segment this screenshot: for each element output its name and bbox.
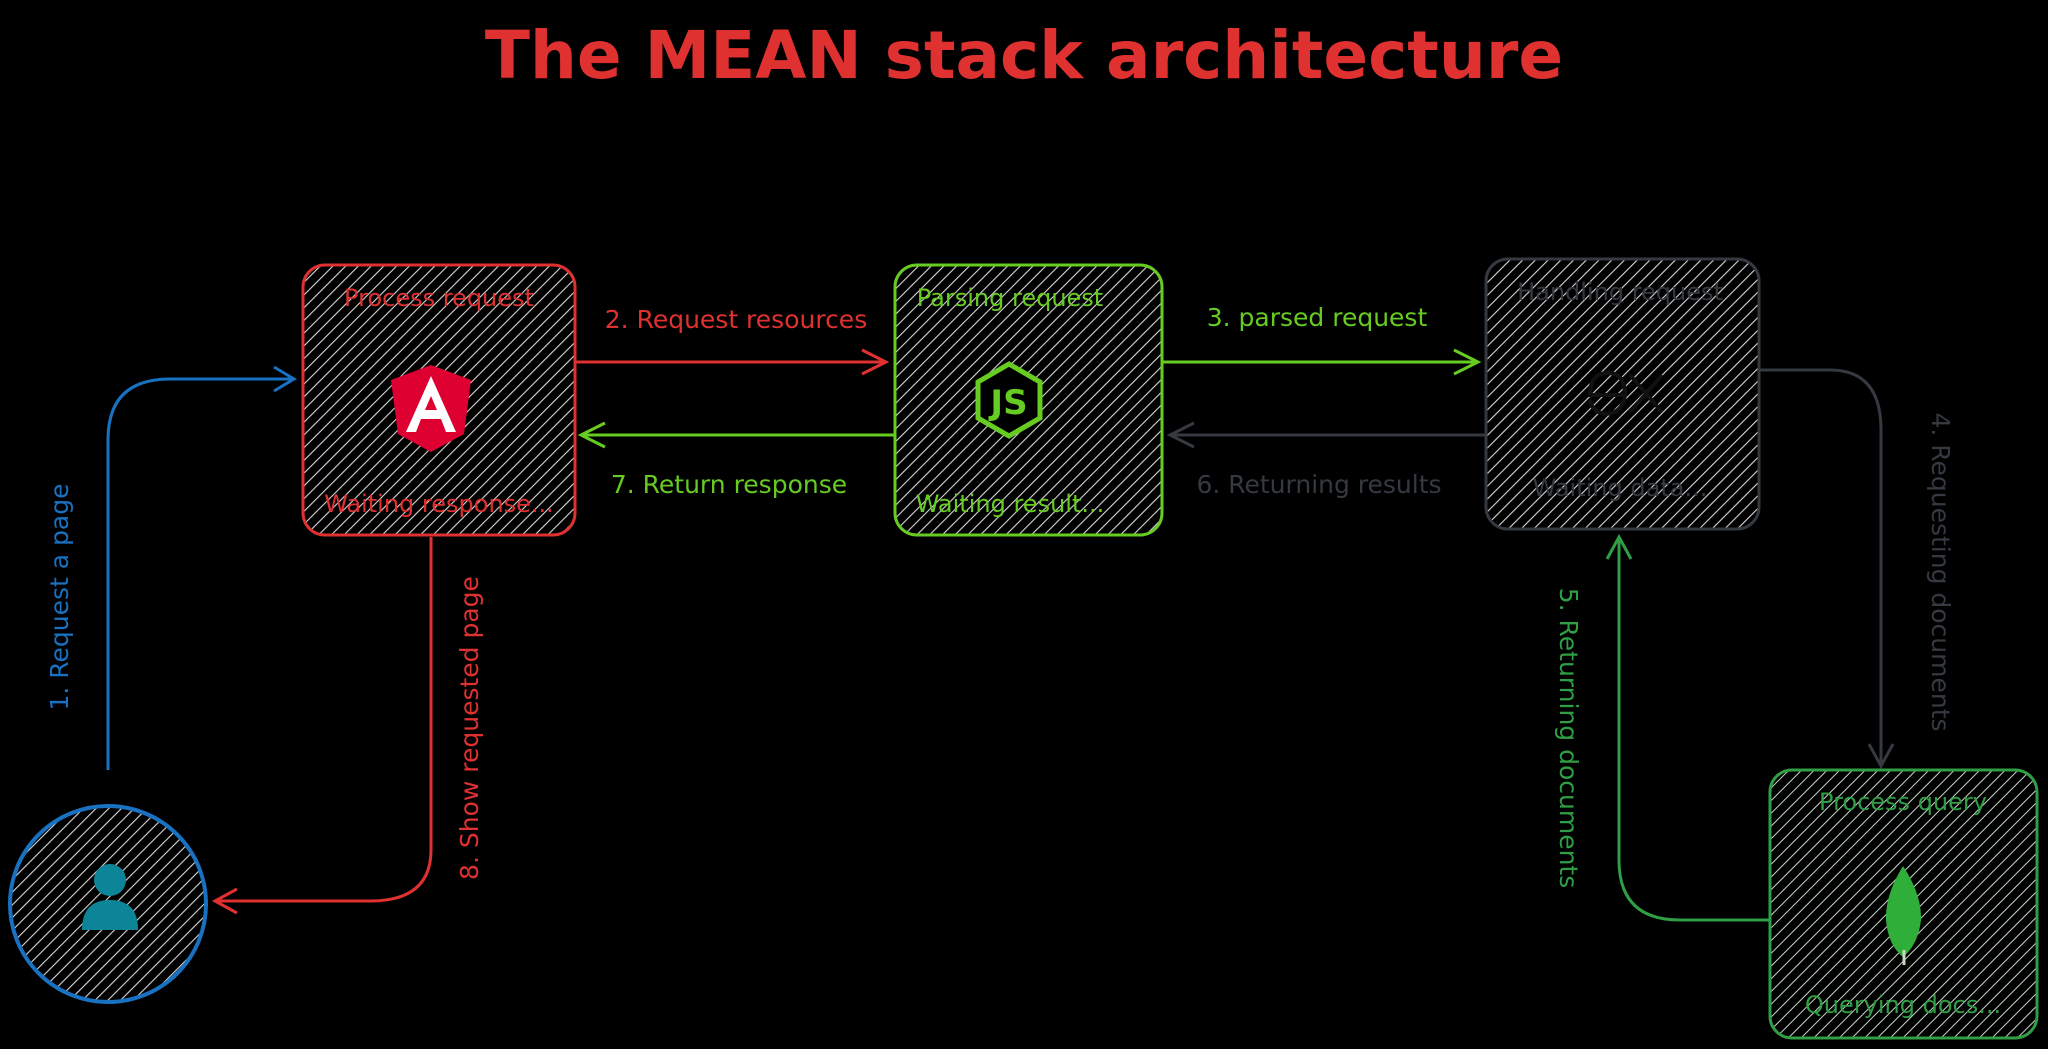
node-status-top: Handling request [1517,278,1723,306]
node-status-top: Parsing request [917,284,1103,312]
edge-1-request-page: 1. Request a page [45,365,297,770]
nodejs-logo: JS [975,361,1043,439]
express-node: Handling request Waiting data... [1484,257,1761,531]
edge-7-return-response: 7. Return response [577,421,895,499]
mongodb-node: Process query Querying docs... [1768,768,2039,1040]
diagram-title: The MEAN stack architecture [485,17,1563,94]
edge-label: 2. Request resources [605,305,867,334]
angular-logo [391,365,471,452]
user-icon [82,864,138,930]
edge-label: 3. parsed request [1207,303,1428,332]
edge-label: 8. Show requested page [455,576,484,880]
express-logo [1587,370,1664,417]
mongodb-leaf-logo [1885,866,1922,965]
nodejs-node: Parsing request JS Waiting result... [893,263,1164,537]
edge-5-returning-documents: 5. Returning documents [1554,533,1770,922]
edge-8-show-requested-page: 8. Show requested page [211,537,484,915]
node-status-top: Process query [1819,788,1987,816]
edge-label: 4. Requesting documents [1926,412,1955,731]
node-status-bottom: Querying docs... [1805,991,2001,1019]
edge-label: 5. Returning documents [1554,588,1583,889]
edge-label: 6. Returning results [1196,470,1441,499]
edge-label: 7. Return response [611,470,847,499]
edge-4-requesting-documents: 4. Requesting documents [1759,368,1955,770]
node-status-bottom: Waiting result... [916,490,1105,518]
node-status-bottom: Waiting data... [1533,474,1708,502]
edge-6-returning-results: 6. Returning results [1166,421,1486,499]
edge-label: 1. Request a page [45,483,74,710]
edge-2-request-resources: 2. Request resources [575,305,890,376]
edge-3-parsed-request: 3. parsed request [1162,303,1482,376]
user-node [8,804,208,1004]
node-status-top: Process request [344,284,534,312]
node-status-bottom: Waiting response... [324,490,554,518]
angular-node: Process request Waiting response... [301,263,577,537]
svg-text:JS: JS [988,383,1027,423]
